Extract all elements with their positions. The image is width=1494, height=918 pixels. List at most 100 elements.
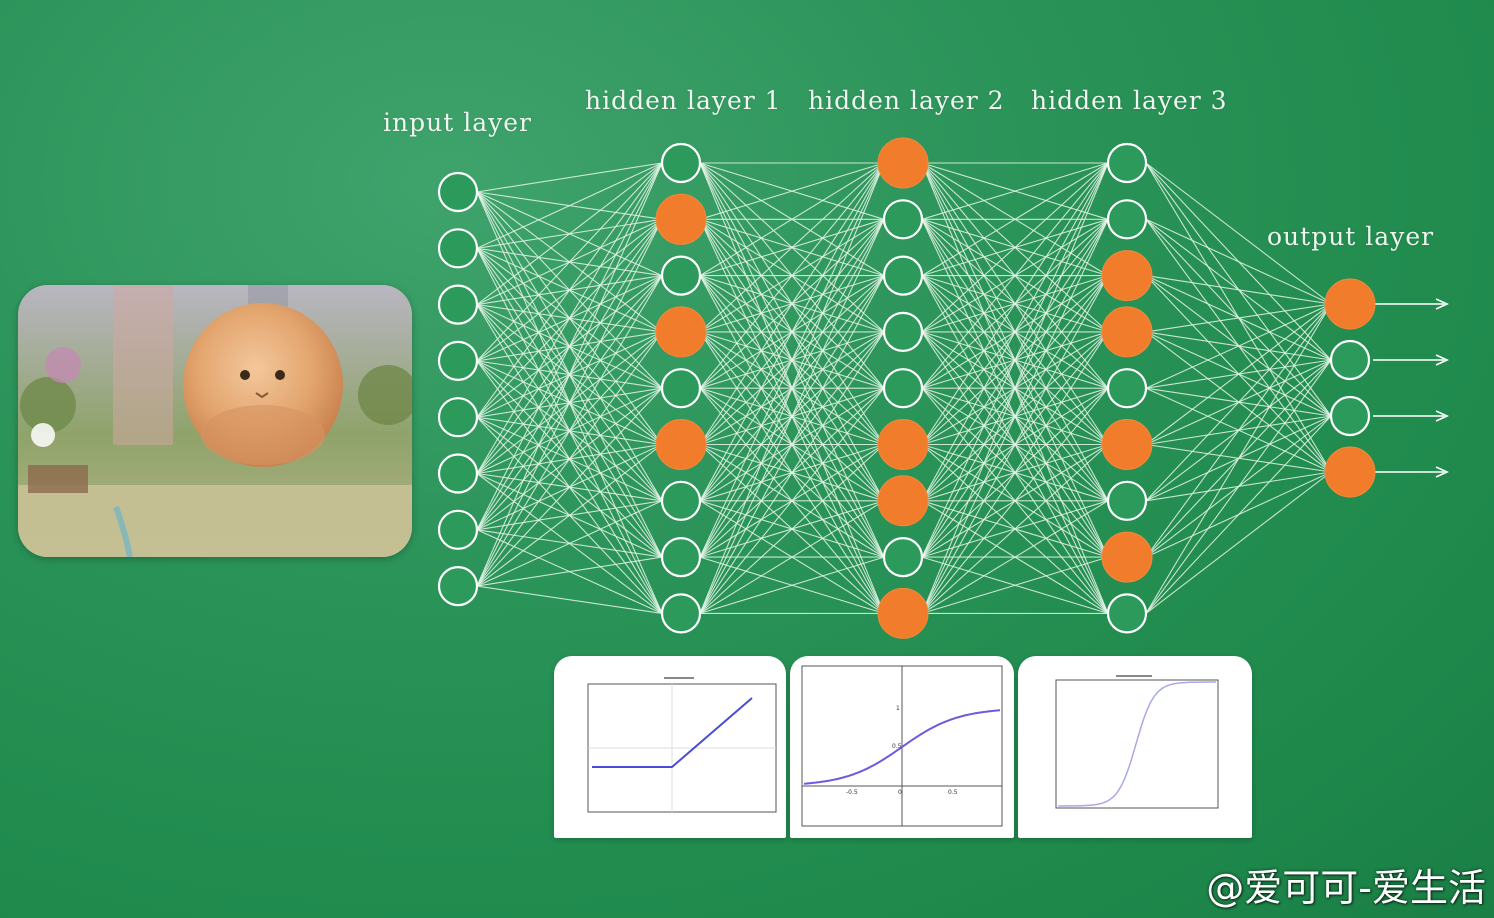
neuron [660,480,702,521]
hidden-layer-1-label: hidden layer 1 [585,86,782,115]
network-edge [699,162,885,389]
sigmoid-curve [803,709,1001,785]
network-edge [1145,218,1332,305]
network-neurons [437,137,1376,639]
network-edge [1145,303,1332,389]
hidden-layer-3-label: hidden layer 3 [1031,86,1228,115]
sigmoid-tick-half: 0.5 [892,743,902,750]
network-edge [476,444,663,587]
network-edge [921,444,1109,614]
network-edge [921,162,1109,220]
neuron [660,593,702,634]
neuron [882,199,924,240]
neuron [437,453,479,494]
network-edge [699,331,885,614]
output-arrow-head [1435,298,1449,310]
neuron [437,340,479,381]
neuron [882,368,924,409]
relu-plot [554,656,786,838]
neuron-active [1101,250,1153,302]
network-edge [1145,359,1332,614]
network-edge [476,275,663,587]
network-edge [699,162,885,277]
network-edge [476,162,663,193]
neuron-active [1101,419,1153,470]
neuron [1106,480,1148,521]
network-edge [699,162,885,558]
neuron [1106,199,1148,240]
neuron [1106,368,1148,409]
network-edge [476,331,663,587]
network-edge [1145,303,1332,445]
network-edge [921,275,1109,614]
network-edge [1145,303,1332,502]
sigmoid-tick-pos: 0.5 [948,789,958,796]
network-edge [476,162,663,362]
input-layer-label: input layer [383,108,532,137]
neuron [882,255,924,296]
output-arrow-head [1435,466,1449,478]
network-edge [699,275,885,614]
neuron-active [877,419,929,470]
network-edge [921,162,1109,389]
neuron [1329,395,1371,437]
neuron [437,284,479,325]
network-edge [921,162,1109,445]
network-edge [1145,275,1332,305]
network-edge [1145,303,1332,333]
sigmoid-plot: -0.5 0 0.5 1 0.5 [790,656,1014,838]
neuron-active [655,419,707,470]
sigmoid-tick-neg: -0.5 [846,789,858,796]
network-edge [476,162,663,587]
network-edge [699,444,885,614]
sigmoid-tick-one: 1 [896,705,900,712]
network-edge [921,219,1109,614]
sigmoid-tick-zero: 0 [898,789,902,796]
network-edge [476,556,663,587]
network-edge [476,219,663,587]
output-arrows [1373,298,1449,478]
neuron [437,397,479,438]
neuron-active [877,587,929,639]
network-edge [476,162,663,306]
neuron [1329,339,1371,381]
hidden-layer-2-label: hidden layer 2 [808,86,1005,115]
cat-photo [18,285,412,557]
neuron [437,171,479,213]
network-edge [1145,415,1332,614]
neuron-active [655,306,707,358]
output-arrow-head [1435,410,1449,422]
network-edge [699,219,885,614]
network-edge [921,387,1109,614]
network-edge [699,162,885,445]
neuron [660,255,702,296]
neuron [437,228,479,269]
network-edge [1145,303,1332,614]
neuron [660,142,702,184]
network-edge [476,500,663,587]
network-edge [476,162,663,418]
network-edge [476,162,663,531]
neuron [882,311,924,352]
network-edge [699,162,885,614]
neuron-active [877,475,929,527]
network-edge [1145,162,1332,305]
network-edge [921,162,1109,502]
neuron-active [1324,278,1376,330]
network-edge [476,162,663,249]
network-edge [921,162,1109,277]
network-edge [921,500,1109,614]
network-edge [921,162,1109,614]
neuron [882,536,924,578]
neuron [1106,142,1148,184]
neuron [1106,593,1148,634]
neuron [660,536,702,578]
neuron [437,509,479,550]
output-layer-label: output layer [1267,222,1435,251]
watermark: @爱可可-爱生活 [1206,866,1486,910]
network-edge [699,500,885,614]
network-edge [699,387,885,614]
network-edges [476,162,1332,614]
neuron-active [877,137,929,189]
